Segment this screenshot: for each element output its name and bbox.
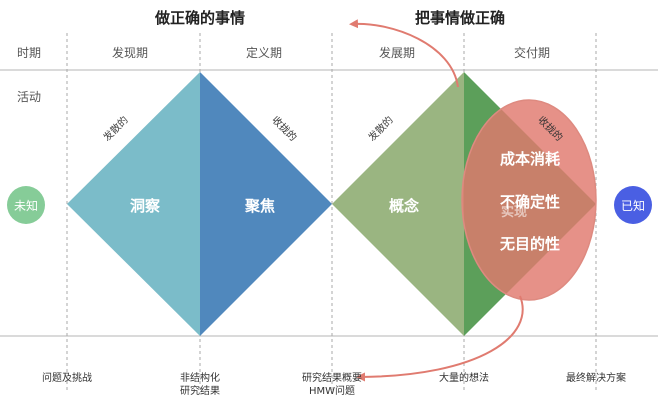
output-unstructured-research: 非结构化 研究结果 <box>180 373 220 397</box>
title-do-thing-right: 把事情做正确 <box>415 9 506 27</box>
title-do-right-thing: 做正确的事情 <box>155 9 246 27</box>
row-label-activity: 活动 <box>17 90 42 104</box>
issue-uncertainty: 不确定性 <box>500 193 560 211</box>
state-unknown-circle: 未知 <box>7 186 45 224</box>
phase-develop: 发展期 <box>379 46 416 60</box>
arrow-back-top <box>349 19 459 88</box>
diamond-label-focus: 聚焦 <box>244 197 275 215</box>
issue-aimlessness: 无目的性 <box>499 235 560 253</box>
label-diverge-1: 发散的 <box>100 113 130 143</box>
diamond-concept <box>332 72 464 336</box>
issue-cost: 成本消耗 <box>500 150 560 168</box>
output-problem-challenge: 问题及挑战 <box>42 373 92 384</box>
diamond-label-insight: 洞察 <box>130 197 161 215</box>
output-many-ideas: 大量的想法 <box>439 373 489 384</box>
label-converge-1: 收拢的 <box>269 113 299 143</box>
phase-discover: 发现期 <box>112 46 149 60</box>
state-known-circle: 已知 <box>614 186 652 224</box>
row-label-time: 时期 <box>17 46 42 60</box>
issues-overlay-ellipse <box>461 99 597 301</box>
phase-deliver: 交付期 <box>514 46 551 60</box>
arrow-back-bottom <box>356 295 524 382</box>
diamond-focus <box>200 72 332 336</box>
label-diverge-2: 发散的 <box>365 113 395 143</box>
phase-define: 定义期 <box>246 46 283 60</box>
diamond-label-concept: 概念 <box>389 197 419 215</box>
diamond-insight <box>67 72 200 336</box>
diamond-label-realize: 实现 <box>501 204 527 220</box>
output-research-summary-hmw: 研究结果概要 HMW问题 <box>302 373 362 397</box>
output-final-solution: 最终解决方案 <box>566 373 626 384</box>
